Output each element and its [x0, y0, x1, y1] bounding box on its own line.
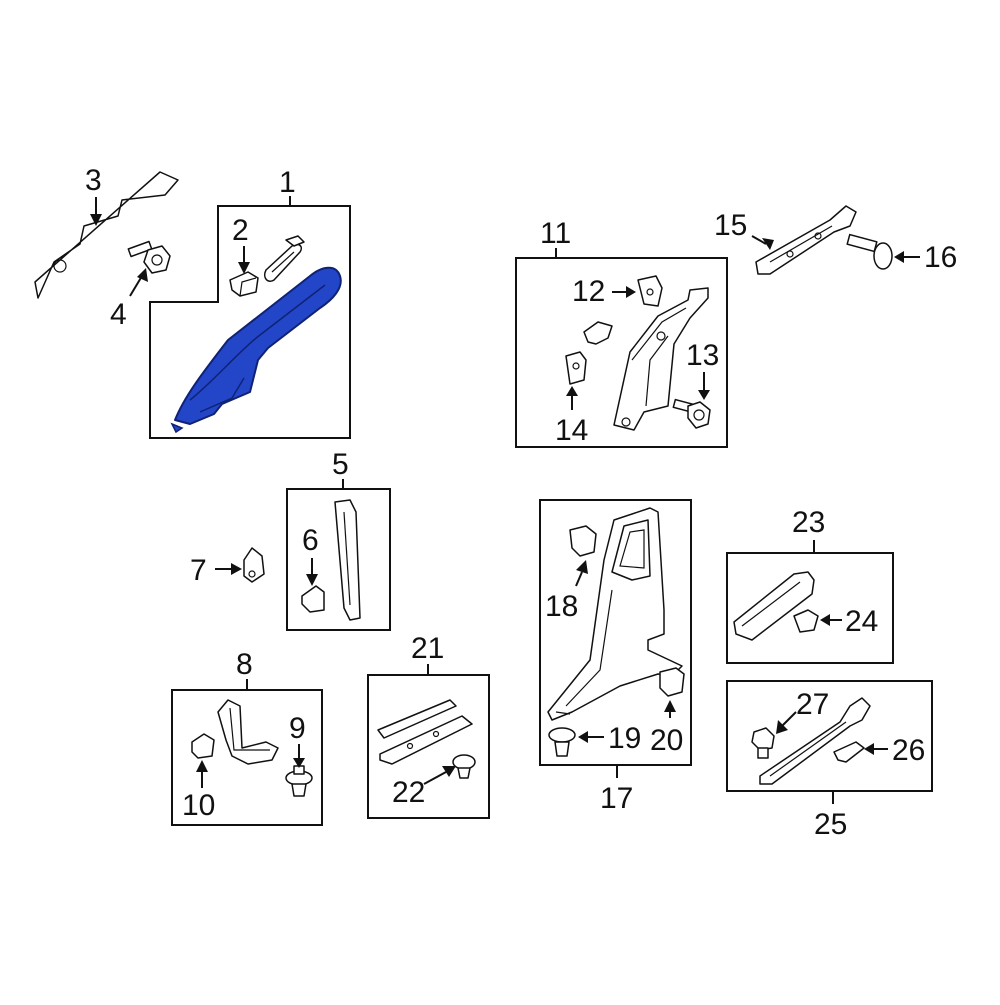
box-1 [149, 205, 351, 439]
part-25-sill-bracket [759, 697, 871, 785]
arrow-9 [293, 758, 305, 768]
handle-insert [263, 235, 305, 282]
part-26-clip [833, 741, 865, 763]
part-2-clip [229, 271, 259, 297]
part-15-seat-belt-adjuster [755, 205, 857, 275]
callout-15: 15 [714, 209, 747, 242]
callout-23: 23 [792, 506, 825, 539]
part-22-push-pin [452, 754, 476, 779]
callout-16: 16 [924, 241, 957, 274]
part-8-bracket [217, 699, 279, 765]
part-12-clip [637, 275, 663, 307]
arrow-19 [578, 731, 588, 743]
part-10-clip [191, 733, 215, 759]
part-21-sill-plate [377, 699, 473, 765]
callout-21: 21 [411, 632, 444, 665]
part-23-sill-trim [733, 571, 815, 641]
callout-11: 11 [540, 217, 571, 250]
part-9-push-pin [285, 765, 313, 797]
callout-25: 25 [814, 808, 847, 841]
part-24-clip [793, 609, 819, 633]
arrow-12 [626, 286, 636, 298]
box-25 [726, 680, 933, 792]
callout-27: 27 [796, 688, 829, 721]
part-1-pillar-trim-highlighted [170, 266, 342, 434]
part-27-bolt [751, 727, 775, 759]
callout-19: 19 [608, 722, 641, 755]
callout-17: 17 [600, 782, 633, 815]
arrow-2 [238, 262, 250, 274]
callout-20: 20 [650, 724, 683, 757]
clip-upper [583, 321, 613, 345]
part-20-clip [659, 667, 685, 697]
box-5 [286, 488, 391, 631]
part-16-bolt [846, 233, 893, 270]
arrow-14 [566, 386, 578, 396]
leader-27 [781, 711, 797, 727]
part-3-strip [34, 171, 179, 299]
callout-1: 1 [279, 166, 296, 199]
callout-26: 26 [892, 734, 925, 767]
callout-14: 14 [555, 414, 588, 447]
callout-13: 13 [686, 339, 719, 372]
arrow-13 [698, 390, 710, 400]
box-11 [515, 257, 728, 448]
leader-15 [751, 235, 767, 245]
arrow-10 [196, 760, 208, 772]
part-18-clip [569, 525, 597, 557]
callout-24: 24 [845, 605, 878, 638]
arrow-4 [137, 268, 148, 282]
box-17 [539, 499, 692, 766]
arrow-24 [820, 614, 830, 626]
callout-3: 3 [85, 164, 102, 197]
part-4-bolt [127, 240, 171, 274]
arrow-7 [231, 563, 242, 575]
part-6-clip [301, 585, 325, 613]
part-11-b-pillar-upper [613, 287, 709, 431]
part-17-b-pillar-lower [547, 507, 683, 721]
arrow-18 [576, 560, 588, 574]
callout-5: 5 [332, 448, 349, 481]
arrow-27 [776, 720, 788, 734]
callout-22: 22 [392, 776, 425, 809]
callout-10: 10 [182, 789, 215, 822]
arrow-22 [442, 766, 456, 777]
callout-8: 8 [236, 648, 253, 681]
callout-2: 2 [232, 214, 249, 247]
part-7-clip [243, 547, 265, 583]
callout-18: 18 [545, 590, 578, 623]
leader-4 [129, 275, 143, 297]
leader-22 [423, 771, 447, 785]
arrow-3 [90, 214, 102, 226]
box-23 [726, 552, 894, 664]
leader-18 [575, 571, 583, 587]
arrow-15 [762, 238, 774, 250]
arrow-6 [306, 574, 318, 586]
part-19-push-pin [548, 727, 576, 757]
arrow-26 [864, 743, 874, 755]
callout-7: 7 [190, 554, 207, 587]
part-5-pillar-strip [334, 499, 361, 621]
callout-12: 12 [572, 275, 605, 308]
callout-4: 4 [110, 298, 127, 331]
callout-9: 9 [289, 712, 306, 745]
part-14-clip [565, 351, 587, 385]
callout-6: 6 [302, 524, 319, 557]
arrow-20 [664, 700, 676, 712]
part-13-bolt [672, 398, 711, 429]
arrow-16 [894, 251, 904, 263]
